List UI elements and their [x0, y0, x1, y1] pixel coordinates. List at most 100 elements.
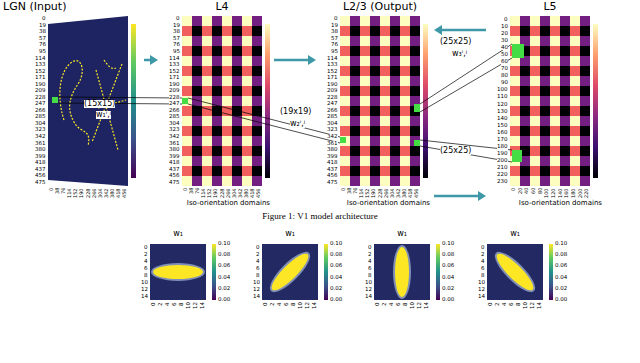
- tick-label: 0: [334, 16, 338, 22]
- orientation-domain: [570, 176, 580, 186]
- orientation-domain: [540, 16, 550, 26]
- orientation-domain: [232, 176, 242, 186]
- orientation-domain: [400, 126, 410, 136]
- orientation-domain: [232, 66, 242, 76]
- tick-label: 80: [501, 73, 508, 79]
- tick-label: 2: [495, 303, 501, 307]
- orientation-domain: [550, 76, 560, 86]
- orientation-domain: [540, 96, 550, 106]
- orientation-domain: [410, 116, 420, 126]
- orientation-domain: [340, 46, 350, 56]
- tick-label: 437: [327, 167, 338, 173]
- tick-label: 114: [327, 56, 338, 62]
- orientation-domain: [192, 166, 202, 176]
- tick-label: 456: [35, 173, 46, 179]
- tick-label: 95: [173, 49, 180, 55]
- orientation-domain: [252, 136, 262, 146]
- tick-label: 342: [104, 188, 109, 198]
- colorbar-label: 0.08: [442, 252, 454, 258]
- orientation-domain: [212, 136, 222, 146]
- orientation-domain: [340, 106, 350, 116]
- tick-label: 266: [327, 108, 338, 114]
- orientation-domain: [550, 126, 560, 136]
- tick-label: 150: [497, 123, 508, 129]
- orientation-domain: [410, 26, 420, 36]
- orientation-domain: [202, 76, 212, 86]
- tick-label: 38: [55, 188, 60, 194]
- tick-label: 2: [481, 252, 485, 258]
- tick-label: 100: [497, 87, 508, 93]
- orientation-domain: [202, 136, 212, 146]
- orientation-domain: [252, 36, 262, 46]
- orientation-domain: [242, 136, 252, 146]
- tick-label: 4: [368, 259, 372, 265]
- orientation-domain: [212, 46, 222, 56]
- tick-label: 12: [253, 287, 260, 293]
- tick-label: 0: [49, 188, 54, 191]
- orientation-domain: [232, 16, 242, 26]
- orientation-domain: [202, 146, 212, 156]
- colorbar-label: 0.00: [218, 297, 230, 303]
- tick-label: 30: [501, 38, 508, 44]
- tick-label: 152: [35, 69, 46, 75]
- orientation-domain: [242, 166, 252, 176]
- connector-arrow: [144, 55, 158, 65]
- tick-label: 114: [67, 188, 72, 198]
- tick-label: 140: [497, 116, 508, 122]
- orientation-domain: [400, 96, 410, 106]
- orientation-domain: [530, 86, 540, 96]
- tick-label: 14: [537, 302, 543, 309]
- orientation-domain: [570, 66, 580, 76]
- orientation-domain: [560, 26, 570, 36]
- kernel-size-label: (19x19): [280, 108, 311, 116]
- orientation-domain: [580, 156, 590, 166]
- orientation-domain: [540, 166, 550, 176]
- tick-label: 114: [169, 56, 180, 62]
- tick-label: 0: [183, 188, 188, 191]
- orientation-domain: [390, 176, 400, 186]
- tick-label: 209: [327, 88, 338, 94]
- orientation-domain: [350, 106, 360, 116]
- orientation-domain: [580, 146, 590, 156]
- tick-label: 10: [253, 280, 260, 286]
- orientation-domain: [410, 166, 420, 176]
- orientation-domain: [540, 156, 550, 166]
- orientation-domain: [530, 166, 540, 176]
- orientation-domain: [570, 56, 580, 66]
- colorbar-label: 0.10: [555, 241, 567, 247]
- orientation-domain: [182, 176, 192, 186]
- tick-label: 323: [169, 127, 180, 133]
- tick-label: 0: [263, 303, 269, 307]
- tick-label: 342: [327, 134, 338, 140]
- orientation-domain: [222, 156, 232, 166]
- orientation-domain: [252, 66, 262, 76]
- tick-label: 220: [584, 188, 589, 198]
- panel-subtitle: Iso-orientation domains: [187, 199, 270, 207]
- orientation-domain: [242, 26, 252, 36]
- orientation-domain: [222, 146, 232, 156]
- orientation-domain: [530, 36, 540, 46]
- orientation-domain: [192, 126, 202, 136]
- kernel-size-label: (15x15): [84, 100, 115, 108]
- orientation-domain: [192, 16, 202, 26]
- orientation-domain: [550, 16, 560, 26]
- tick-label: 170: [497, 137, 508, 143]
- colorbar: [436, 244, 440, 300]
- orientation-domain: [360, 156, 370, 166]
- orientation-domain: [202, 16, 212, 26]
- tick-label: 20: [518, 188, 523, 194]
- orientation-domain: [580, 56, 590, 66]
- tick-label: 38: [331, 29, 338, 35]
- orientation-domain: [242, 36, 252, 46]
- connector-arrow: [434, 25, 486, 35]
- orientation-domain: [222, 16, 232, 26]
- tick-label: 228: [327, 95, 338, 101]
- orientation-domain: [550, 106, 560, 116]
- orientation-domain: [202, 66, 212, 76]
- receptive-field: [414, 140, 420, 146]
- orientation-domain: [580, 76, 590, 86]
- orientation-domain: [192, 136, 202, 146]
- tick-label: 4: [481, 259, 485, 265]
- orientation-domain: [390, 106, 400, 116]
